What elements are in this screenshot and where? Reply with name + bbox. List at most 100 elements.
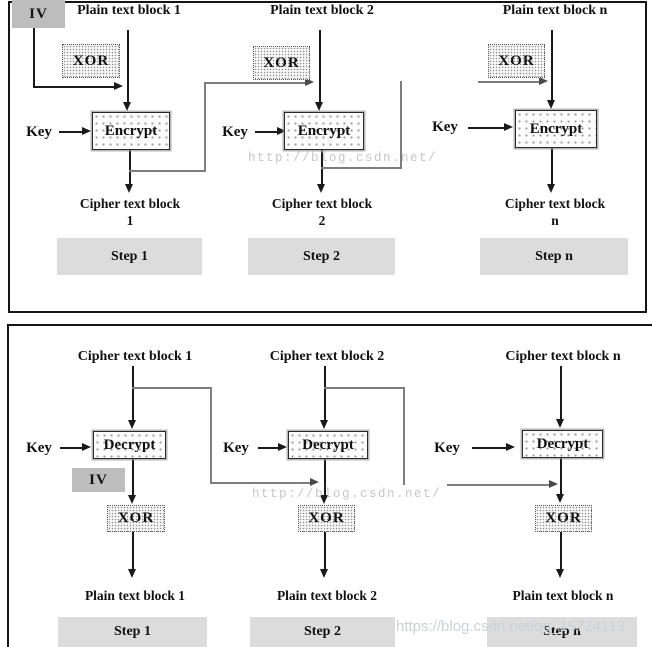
key-arrow-line: [59, 131, 83, 133]
xor-label: XOR: [308, 510, 345, 526]
xor-label: XOR: [117, 510, 155, 526]
arrow-down-icon: [556, 569, 564, 578]
plain-text-block-n-label: Plain text block n: [512, 588, 614, 603]
plain-text-block-2-label: Plain text block 2: [270, 3, 374, 18]
arrow-down-icon: [320, 569, 328, 578]
arrow-down-icon: [315, 102, 323, 111]
mid-line: [560, 458, 562, 495]
arrow-down-icon: [556, 419, 564, 428]
xor-box: XOR: [488, 44, 545, 78]
cipher-text-block-1-label: Cipher text block 1: [77, 349, 193, 364]
arrow-down-icon: [547, 100, 555, 109]
cipher-text-line1: Cipher text block: [504, 196, 606, 211]
input-line: [551, 30, 553, 100]
chain-line: [478, 81, 539, 83]
plain-text-block-n-label: Plain text block n: [502, 3, 608, 18]
xor-label: XOR: [498, 52, 535, 69]
chain-line: [129, 170, 205, 172]
decrypt-box: Decrypt: [522, 430, 603, 458]
xor-box: XOR: [253, 46, 310, 80]
output-line: [324, 532, 326, 569]
cipher-text-line2: 2: [318, 213, 326, 228]
mid-line: [132, 459, 134, 496]
xor-label: XOR: [545, 510, 582, 526]
step-label: Step 2: [303, 248, 340, 264]
arrow-down-icon: [320, 495, 328, 504]
key-arrow-line: [255, 131, 277, 133]
output-line: [551, 148, 553, 185]
step-1-bar: Step 1: [57, 238, 202, 275]
arrow-right-icon: [539, 77, 548, 85]
iv-line: [33, 28, 35, 87]
step-n-bar: Step n: [480, 238, 628, 275]
arrow-down-icon: [317, 184, 325, 193]
arrow-right-icon: [82, 127, 91, 135]
plain-text-block-2-label: Plain text block 2: [276, 588, 378, 603]
step-n-bar: Step n: [487, 617, 637, 647]
step-1-bar: Step 1: [58, 617, 207, 647]
key-arrow-line: [258, 447, 278, 449]
cipher-text-line2: 1: [126, 213, 134, 228]
cipher-text-block-n-label: Cipher text block n: [475, 195, 635, 229]
arrow-right-icon: [504, 123, 513, 131]
chain-line: [210, 387, 212, 483]
key-label: Key: [222, 124, 248, 140]
watermark-bottom: https://blog.csdn.net/qq_15724113: [396, 618, 626, 635]
encrypt-box: Encrypt: [92, 112, 170, 150]
watermark-middle: http://blog.csdn.net/: [252, 487, 442, 501]
input-line: [127, 30, 129, 102]
key-label: Key: [26, 124, 52, 140]
key-label: Key: [434, 440, 460, 456]
arrow-right-icon: [82, 443, 91, 451]
arrow-right-icon: [506, 443, 515, 451]
watermark-top: http://blog.csdn.net/: [248, 151, 438, 165]
arrow-down-icon: [125, 184, 133, 193]
encrypt-label: Encrypt: [529, 120, 583, 137]
arrow-down-icon: [320, 420, 328, 429]
decrypt-label: Decrypt: [103, 436, 156, 453]
chain-line: [210, 482, 310, 484]
cipher-text-block-1-label: Cipher text block 1: [50, 195, 210, 229]
cipher-text-line1: Cipher text block: [79, 196, 181, 211]
step-2-bar: Step 2: [248, 238, 395, 275]
step-label: Step 2: [304, 624, 341, 639]
chain-line: [204, 82, 305, 84]
step-label: Step 1: [111, 248, 148, 264]
cipher-text-line1: Cipher text block: [271, 196, 373, 211]
arrow-down-icon: [128, 569, 136, 578]
arrow-down-icon: [547, 184, 555, 193]
step-label: Step 1: [114, 624, 151, 639]
arrow-right-icon: [310, 478, 319, 486]
decrypt-label: Decrypt: [302, 436, 354, 453]
decrypt-box: Decrypt: [288, 431, 368, 459]
chain-line: [204, 83, 206, 172]
xor-box: XOR: [535, 505, 592, 532]
iv-box-decrypt: IV: [72, 468, 125, 492]
chain-line: [324, 387, 405, 389]
encrypt-label: Encrypt: [297, 122, 351, 139]
chain-line: [132, 387, 212, 389]
output-line: [129, 150, 131, 185]
key-label: Key: [432, 119, 458, 135]
key-label: Key: [26, 440, 52, 456]
xor-box: XOR: [298, 505, 355, 532]
iv-box-encrypt: IV: [12, 0, 65, 28]
plain-text-block-1-label: Plain text block 1: [77, 3, 181, 18]
xor-box: XOR: [62, 44, 120, 78]
chain-line: [403, 387, 405, 485]
input-line: [319, 30, 321, 102]
xor-box: XOR: [107, 505, 165, 532]
chain-line: [447, 484, 549, 486]
chain-line: [400, 81, 402, 168]
key-arrow-line: [472, 447, 506, 449]
cipher-text-line2: n: [551, 213, 559, 228]
iv-label: IV: [89, 471, 108, 488]
output-line: [560, 532, 562, 569]
arrow-down-icon: [128, 495, 136, 504]
encrypt-box: Encrypt: [515, 110, 597, 148]
arrow-right-icon: [277, 127, 286, 135]
chain-line: [321, 167, 402, 169]
step-2-bar: Step 2: [250, 617, 395, 647]
arrow-down-icon: [556, 494, 564, 503]
